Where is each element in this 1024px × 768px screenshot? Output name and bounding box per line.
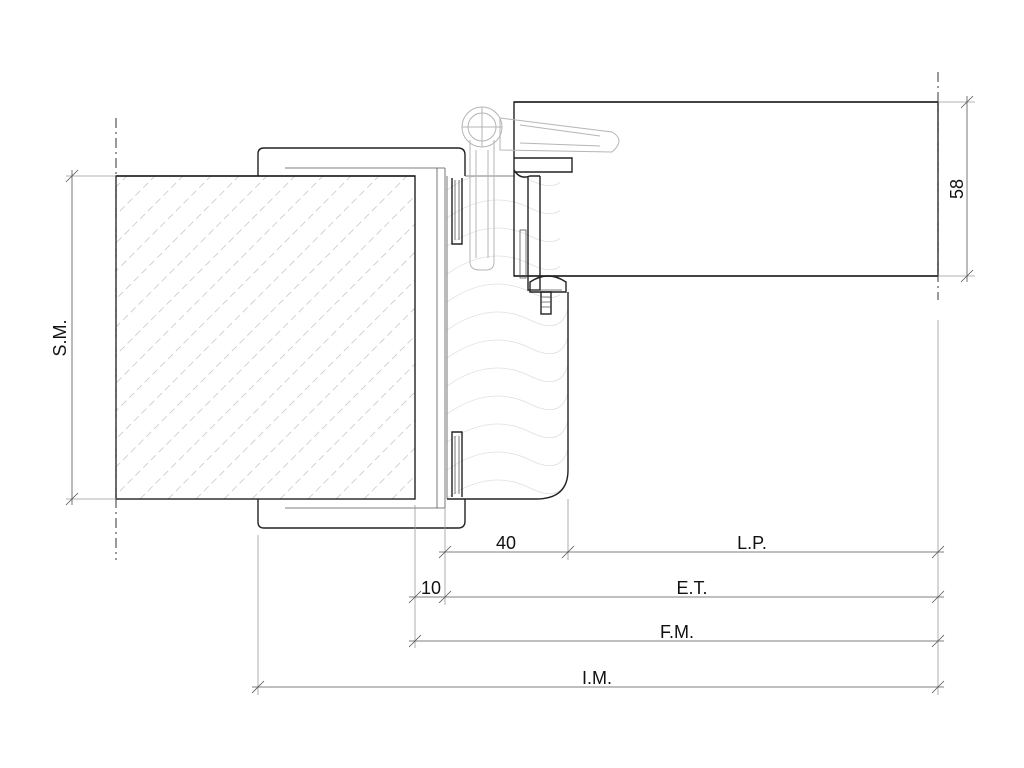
door-thickness-label: 58 [947, 179, 967, 199]
dimension-40-label: 40 [496, 533, 516, 553]
door-leaf [513, 101, 939, 293]
dimension-10-label: 10 [421, 578, 441, 598]
et-label: E.T. [676, 578, 707, 598]
im-label: I.M. [582, 668, 612, 688]
sm-dimension-label: S.M. [50, 319, 70, 356]
wall-section [115, 175, 416, 500]
fm-label: F.M. [660, 622, 694, 642]
wall-hatching [116, 176, 415, 499]
hinge-ghost [461, 106, 620, 271]
lp-label: L.P. [737, 533, 767, 553]
lock-screw [530, 289, 562, 315]
frame-jamb [446, 175, 569, 500]
counter-frame [257, 147, 466, 529]
dimension-lines [65, 95, 974, 694]
extension-lines [66, 101, 975, 695]
